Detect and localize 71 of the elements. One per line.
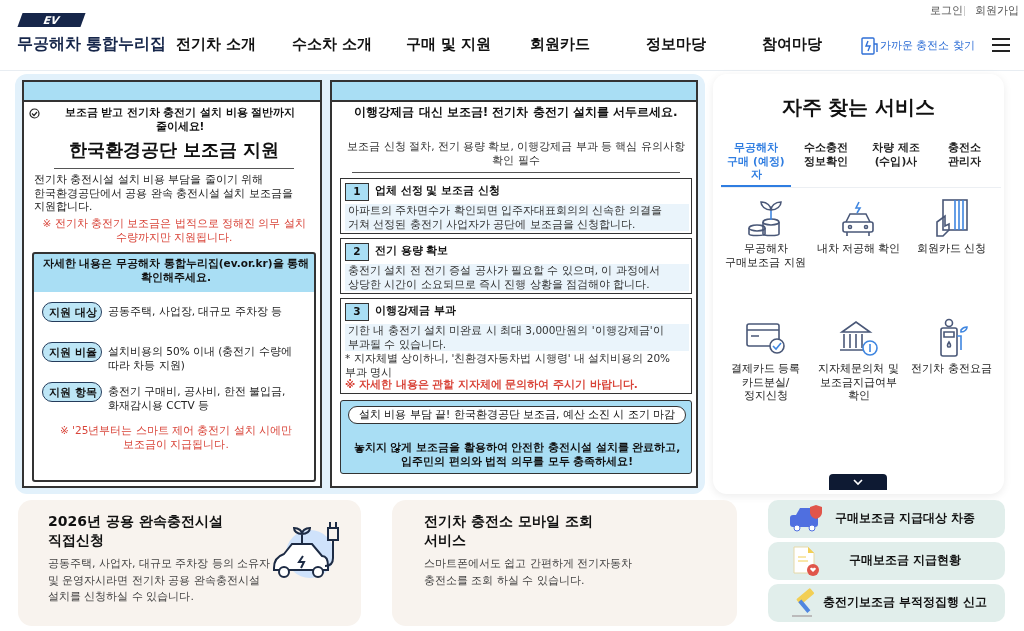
banner-title: 이행강제금 대신 보조금! 전기차 충전기 설치를 서두르세요. <box>353 105 679 121</box>
step-text: 기한 내 충전기 설치 미완료 시 최대 3,000만원의 '이행강제금'이 부과될 수 있습니다. <box>345 324 689 352</box>
footnote: * 지자체별 상이하니, '친환경자동차법 시행령' 내 설치비용의 20% 부과 명시 <box>345 352 672 379</box>
callout-heading: 놓치지 않게 보조금을 활용하여 안전한 충전시설 설치를 완료하고, 입주민의 편의와 법적 의무를 모두 충족하세요! <box>352 441 682 469</box>
menu-item: 참여마당 <box>762 35 822 55</box>
menu-item: 구매 및 지원 <box>406 35 492 55</box>
button-label: 충전기보조금 부적정집행 신고 <box>822 595 988 610</box>
tab-label: 충전소 관리자 <box>946 141 982 169</box>
tile-label: 결제카드 등록 카드분실/정지신청 <box>729 362 802 403</box>
note-text: ※ '25년부터는 스마트 제어 충전기 설치 시에만 보조금이 지급됩니다. <box>58 424 294 452</box>
callout-panel <box>340 400 692 474</box>
beside-text: 설치비용의 50% 이내 (충전기 수량에 따라 차등 지원) <box>108 345 293 373</box>
button-label: 구매보조금 지급대상 차종 <box>834 511 976 526</box>
step-number: 3 <box>345 303 369 321</box>
pill-label <box>42 382 102 402</box>
nav-link: 회원가입 <box>975 4 1019 19</box>
step-number: 2 <box>345 243 369 261</box>
subtitle: 보조금 신청 절차, 전기 용량 확보, 이행강제금 부과 등 핵심 유의사항 확인 필수 <box>346 140 686 168</box>
callout-text: 설치 비용 부담 끝! 한국환경공단 보조금, 예산 소진 시 조기 마감 <box>348 406 686 424</box>
tab-label: 무공해차 구매 (예정)자 <box>726 141 786 182</box>
link-button <box>768 584 1005 622</box>
menu-item: 정보마당 <box>646 35 706 55</box>
card-title: 전기차 충전소 모바일 조회 서비스 <box>424 512 594 550</box>
tab-label: 차량 제조 (수입)사 <box>871 141 921 169</box>
pill-text: 지원 비율 <box>48 346 98 360</box>
tile-label: 지자체문의처 및 보조금지급여부 확인 <box>817 362 900 403</box>
calendar-card <box>330 80 698 488</box>
beside-text: 충전기 구매비, 공사비, 한전 불입금, 화재감시용 CCTV 등 <box>108 385 287 413</box>
step-card <box>340 178 692 234</box>
tab-label: 수소충전 정보확인 <box>803 141 849 169</box>
pill-text: 지원 항목 <box>48 386 98 400</box>
button-label: 구매보조금 지급현황 <box>848 553 962 568</box>
site-name: 무공해차 통합누리집 <box>17 34 167 55</box>
step-heading: 이행강제금 부과 <box>375 304 457 318</box>
menu-item: 회원카드 <box>530 35 590 55</box>
nav-link: 가까운 충전소 찾기 <box>880 39 975 54</box>
banner-title: 한국환경공단 보조금 지원 <box>67 138 281 162</box>
nav-link: 로그인 <box>930 4 963 19</box>
info-card <box>18 500 361 626</box>
step-heading: 업체 선정 및 보조금 신청 <box>375 184 501 198</box>
body-text: 전기차 충전시설 설치 비용 부담을 줄이기 위해 한국환경공단에서 공용 완속 충전시설 설치 보조금을 지원합니다. <box>34 173 294 214</box>
tile-label: 무공해차 구매보조금 지원 <box>724 242 807 270</box>
step-card <box>340 238 692 294</box>
tile-label: 전기차 충전요금 <box>910 362 993 376</box>
info-panel <box>32 252 316 482</box>
services-panel <box>713 74 1004 494</box>
panel-heading: 자세한 내용은 무공해차 통합누리집(ev.or.kr)을 통해 확인해주세요. <box>41 257 311 285</box>
panel-title: 자주 찾는 서비스 <box>780 94 937 120</box>
pill-text: 지원 대상 <box>48 306 98 320</box>
step-number: 1 <box>345 183 369 201</box>
headline: 보조금 받고 전기차 충전기 설치 비용 절반까지 줄이세요! <box>63 106 297 134</box>
tile-label: 내차 저공해 확인 <box>815 242 902 256</box>
pill-label <box>42 342 102 362</box>
calendar-card <box>22 80 322 488</box>
step-text: 아파트의 주차면수가 확인되면 입주자대표회의의 신속한 의결을 거쳐 선정된 충전기 사업자가 공단에 보조금을 신청합니다. <box>345 204 689 232</box>
link-button <box>768 500 1005 538</box>
step-heading: 전기 용량 확보 <box>375 244 450 258</box>
menu-item: 전기차 소개 <box>176 35 257 55</box>
site-tag: EV <box>17 13 86 27</box>
beside-text: 공동주택, 사업장, 대규모 주차장 등 <box>108 305 284 319</box>
step-card <box>340 298 692 394</box>
step-text: 충전기 설치 전 전기 증설 공사가 필요할 수 있으며, 이 과정에서 상당한 시간이 소요되므로 즉시 진행 상황을 점검해야 합니다. <box>345 264 689 292</box>
card-title: 2026년 공용 완속충전시설 직접신청 <box>48 512 224 550</box>
tile-label: 회원카드 신청 <box>915 242 988 256</box>
note-text: ※ 전기차 충전기 보조금은 법적으로 정해진 의무 설치 수량까지만 지원됩니다. <box>41 217 307 245</box>
card-text: 스마트폰에서도 쉽고 간편하게 전기자동차 충전소를 조회 하실 수 있습니다. <box>424 556 634 589</box>
pill-label <box>42 302 102 322</box>
link-button <box>768 542 1005 580</box>
note-text: ※ 자세한 내용은 관할 지자체에 문의하여 주시기 바랍니다. <box>345 378 639 392</box>
menu-item: 수소차 소개 <box>292 35 373 55</box>
card-text: 공동주택, 사업자, 대규모 주차장 등의 소유자 및 운영자시라면 전기차 공용 완속충전시설 설치를 신청하실 수 있습니다. <box>48 556 272 605</box>
